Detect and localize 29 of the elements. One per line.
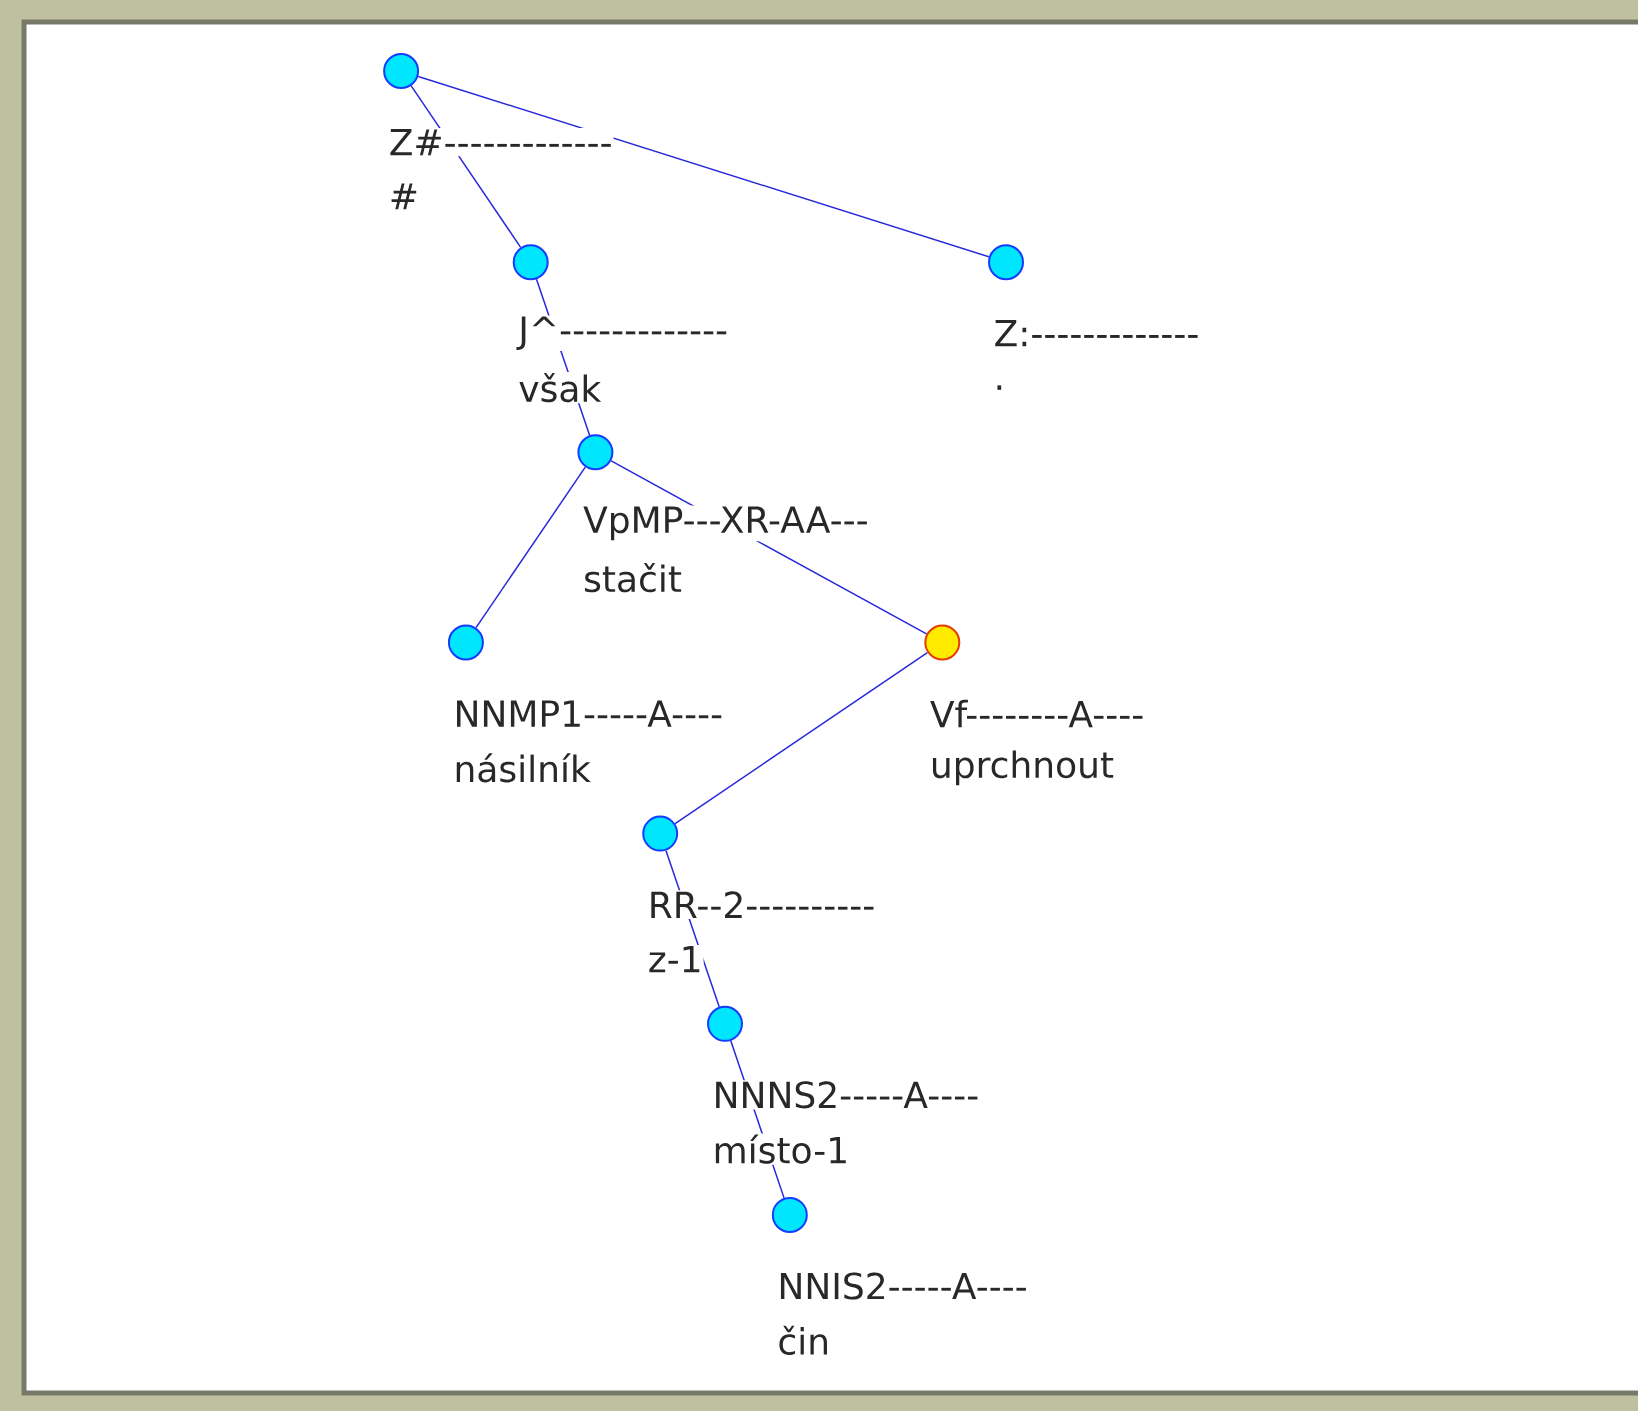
lemma-label: místo-1	[711, 1133, 851, 1165]
lemma-label: #	[387, 182, 420, 211]
tree-node	[771, 1196, 808, 1233]
tree-node	[707, 1005, 743, 1042]
tree-node	[447, 624, 484, 661]
tree-node	[512, 244, 549, 281]
tree-node	[924, 624, 961, 661]
morphological-tag: Vf--------A----	[928, 698, 1146, 729]
tree-node	[988, 244, 1024, 281]
tree-node	[383, 53, 420, 89]
tree-edge	[475, 466, 587, 629]
tree-edge	[417, 75, 990, 258]
morphological-tag: RR--2----------	[646, 890, 877, 920]
tree-edge	[674, 651, 929, 825]
morphological-tag: J^-------------	[516, 315, 729, 351]
morphological-tag: Z#-------------	[387, 128, 614, 157]
lemma-label: však	[517, 371, 603, 404]
tree-node	[642, 815, 679, 852]
morphological-tag: NNIS2-----A----	[776, 1271, 1029, 1301]
lemma-label: čin	[776, 1324, 831, 1356]
lemma-label: .	[992, 384, 1007, 391]
morphological-tag: Z:-------------	[992, 319, 1201, 348]
lemma-label: násilník	[452, 752, 592, 784]
tree-node	[577, 434, 614, 471]
morphological-tag: NNMP1-----A----	[452, 699, 724, 728]
morphological-tag: VpMP---XR-AA---	[582, 505, 870, 542]
lemma-label: stačit	[582, 562, 683, 594]
lemma-label: uprchnout	[928, 749, 1115, 787]
morphological-tag: NNNS2-----A----	[711, 1080, 981, 1110]
